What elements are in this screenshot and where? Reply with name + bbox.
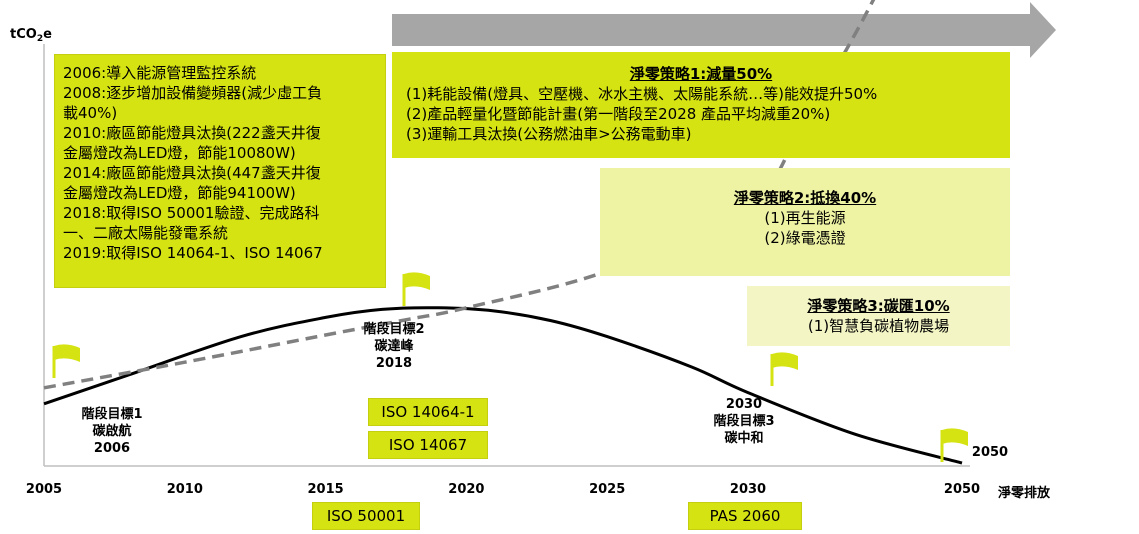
history-box: 2006:導入能源管理監控系統 2008:逐步增加設備變頻器(減少虛工負 載40… [54, 54, 386, 288]
history-line: 2014:廠區節能燈具汰換(447盞天井復 [63, 164, 321, 182]
milestone-flag-icon [404, 272, 430, 290]
strategy1-line: (2)產品輕量化暨節能計畫(第一階段至2028 產品平均減重20%) [406, 105, 831, 123]
iso14064-badge: ISO 14064-1 [368, 398, 488, 426]
milestone-label: 碳達峰 [374, 338, 414, 354]
iso50001-badge: ISO 50001 [312, 502, 420, 530]
history-line: 2006:導入能源管理監控系統 [63, 64, 257, 82]
strategy2-line: (2)綠電憑證 [764, 229, 846, 247]
history-line: 一、二廠太陽能發電系統 [63, 224, 229, 242]
history-line: 2010:廠區節能燈具汰換(222盞天井復 [63, 124, 321, 142]
strategy1-line: (3)運輸工具汰換(公務燃油車>公務電動車) [406, 125, 692, 143]
history-line: 金屬燈改為LED燈，節能10080W) [63, 144, 296, 162]
x-tick-label: 2015 [308, 482, 344, 497]
strategy3-title: 淨零策略3:碳匯10% [807, 297, 950, 315]
iso14067-badge: ISO 14067 [368, 431, 488, 459]
x-tick-label: 2005 [26, 482, 62, 497]
milestone-label: 階段目標3 [713, 413, 774, 429]
milestone-flag-icon [54, 344, 80, 362]
strategy1-box: 淨零策略1:減量50% (1)耗能設備(燈具、空壓機、冰水主機、太陽能系統…等)… [392, 52, 1010, 158]
x-tick-label: 2030 [730, 482, 766, 497]
history-line: 金屬燈改為LED燈，節能94100W) [63, 184, 296, 202]
milestone-label: 2006 [94, 441, 130, 456]
y-axis-label: tCO2e [10, 27, 52, 44]
milestone-flag-icon [772, 352, 798, 370]
history-line: 載40%) [63, 104, 118, 122]
milestone-label: 2030 [726, 397, 762, 412]
strategy1-title: 淨零策略1:減量50% [629, 65, 773, 83]
x-tick-label: 2010 [167, 482, 203, 497]
x-tick-label: 2050 [944, 482, 980, 497]
milestone-label: 2018 [376, 356, 412, 371]
x-axis-label: 淨零排放 [998, 485, 1051, 501]
emission-curve [43, 306, 963, 465]
milestone-label: 2050 [972, 445, 1008, 460]
milestone-label: 碳啟航 [92, 423, 131, 439]
milestone-label: 碳中和 [724, 430, 763, 446]
strategy3-box: 淨零策略3:碳匯10% (1)智慧負碳植物農場 [747, 286, 1010, 346]
strategy3-line: (1)智慧負碳植物農場 [807, 317, 950, 335]
strategy1-line: (1)耗能設備(燈具、空壓機、冰水主機、太陽能系統…等)能效提升50% [406, 85, 878, 103]
history-line: 2018:取得ISO 50001驗證、完成路科 [63, 204, 320, 222]
milestone-flag-icon [942, 428, 968, 446]
x-tick-label: 2020 [448, 482, 484, 497]
x-tick-label: 2025 [589, 482, 625, 497]
milestone-label: 階段目標2 [363, 321, 424, 337]
strategy2-title: 淨零策略2:抵換40% [733, 189, 877, 207]
pas2060-badge: PAS 2060 [688, 502, 802, 530]
history-line: 2019:取得ISO 14064-1、ISO 14067 [63, 244, 323, 262]
milestone-label: 階段目標1 [81, 406, 142, 422]
timeline-arrow [392, 2, 1056, 58]
history-line: 2008:逐步增加設備變頻器(減少虛工負 [63, 84, 323, 102]
strategy2-box: 淨零策略2:抵換40% (1)再生能源 (2)綠電憑證 [600, 168, 1010, 276]
strategy2-line: (1)再生能源 [764, 209, 846, 227]
